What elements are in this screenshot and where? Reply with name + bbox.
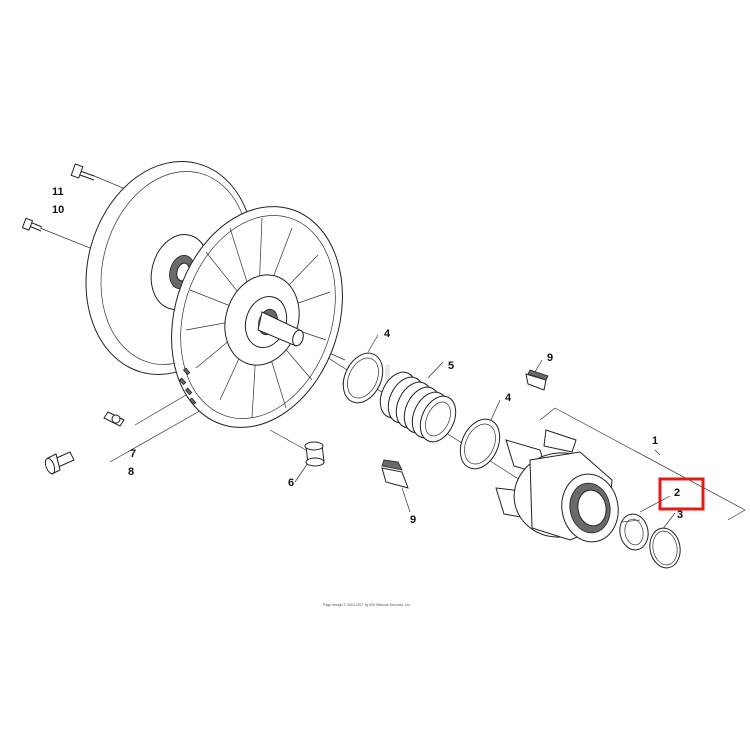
- bolt-8: [44, 451, 75, 475]
- highlight-box: [658, 477, 705, 511]
- callout-1: 1: [652, 435, 658, 447]
- bushing-2: [619, 513, 649, 551]
- callout-9-top: 9: [547, 352, 553, 364]
- slider-9-top: [525, 369, 549, 391]
- screw-10: [21, 217, 43, 232]
- clip-7: [103, 411, 125, 427]
- callout-10: 10: [52, 204, 64, 216]
- callout-3: 3: [677, 509, 683, 521]
- snap-ring-3: [649, 527, 681, 569]
- screw-11: [70, 163, 95, 181]
- slider-9-bottom: [381, 459, 409, 489]
- callout-2: 2: [674, 487, 680, 499]
- callout-6: 6: [288, 477, 294, 489]
- movable-sheave: [171, 206, 343, 428]
- callout-8: 8: [128, 466, 134, 478]
- callout-11: 11: [52, 186, 64, 198]
- spring-5: [379, 371, 457, 443]
- callout-5: 5: [448, 360, 454, 372]
- copyright-footer: Page design © 2004-2017 by ARI Network S…: [323, 603, 411, 607]
- spacer-6: [304, 441, 325, 467]
- callout-4-right: 4: [505, 392, 512, 404]
- callout-4-left: 4: [384, 328, 391, 340]
- cam-assembly-1: [495, 429, 619, 543]
- callout-7: 7: [130, 448, 136, 460]
- washer-4-right: [459, 418, 501, 470]
- callout-9-bottom: 9: [410, 514, 416, 526]
- washer-4-left: [342, 352, 384, 404]
